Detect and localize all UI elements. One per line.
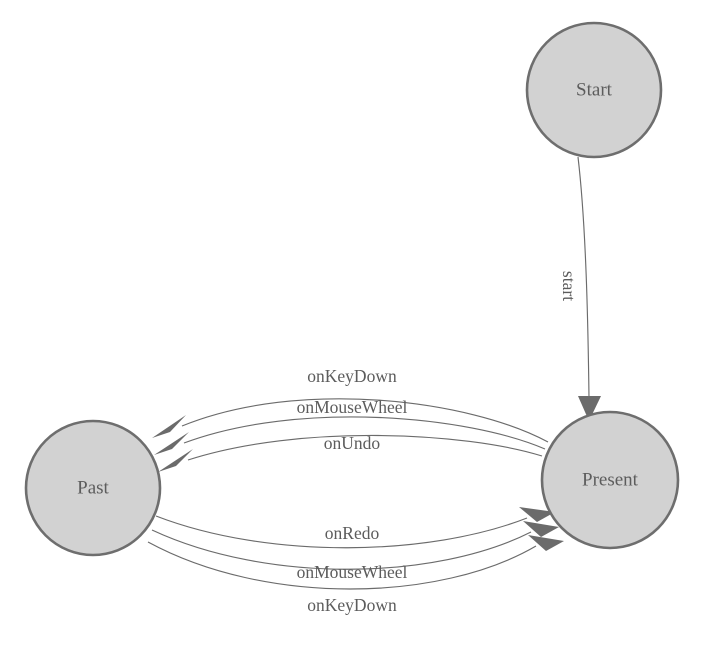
edge-keydown-up-path	[181, 398, 549, 443]
edge-label-start: start	[559, 271, 579, 301]
node-present[interactable]: Present	[540, 410, 680, 550]
edge-keydown-dn	[147, 535, 564, 590]
node-past[interactable]: Past	[24, 419, 162, 557]
edge-mousewheel-dn-path	[151, 529, 532, 570]
edge-label-mousewheel-dn: onMouseWheel	[297, 562, 408, 582]
edge-mousewheel-dn	[151, 521, 559, 570]
node-start-label: Start	[576, 79, 613, 100]
edge-label-mousewheel-up: onMouseWheel	[297, 397, 408, 417]
edge-redo	[155, 507, 555, 549]
node-present-label: Present	[582, 469, 639, 490]
node-start-circle[interactable]	[525, 21, 663, 159]
edge-redo-path	[155, 515, 528, 549]
edge-undo-arrowhead	[158, 449, 193, 472]
edge-keydown-up	[152, 398, 549, 443]
node-past-circle[interactable]	[24, 419, 162, 557]
edge-mousewheel-up-arrowhead	[154, 432, 189, 455]
edge-mousewheel-up	[154, 416, 546, 455]
edge-undo	[158, 434, 543, 472]
edge-redo-arrowhead	[519, 507, 555, 522]
edge-label-keydown-up: onKeyDown	[307, 366, 397, 386]
edge-mousewheel-dn-arrowhead	[523, 521, 559, 537]
edge-keydown-up-arrowhead	[152, 415, 186, 438]
edge-start-path	[577, 156, 590, 399]
node-start[interactable]: Start	[525, 21, 663, 159]
edge-label-redo: onRedo	[325, 523, 380, 543]
node-present-circle[interactable]	[540, 410, 680, 550]
edge-label-keydown-dn: onKeyDown	[307, 595, 397, 615]
edge-start	[577, 156, 601, 421]
edge-mousewheel-up-path	[183, 416, 546, 450]
edge-start-arrowhead	[578, 396, 601, 421]
edge-keydown-dn-path	[147, 541, 537, 590]
edge-label-undo: onUndo	[324, 433, 381, 453]
edge-keydown-dn-arrowhead	[528, 535, 564, 551]
node-past-label: Past	[77, 477, 109, 498]
edge-undo-path	[187, 434, 543, 461]
